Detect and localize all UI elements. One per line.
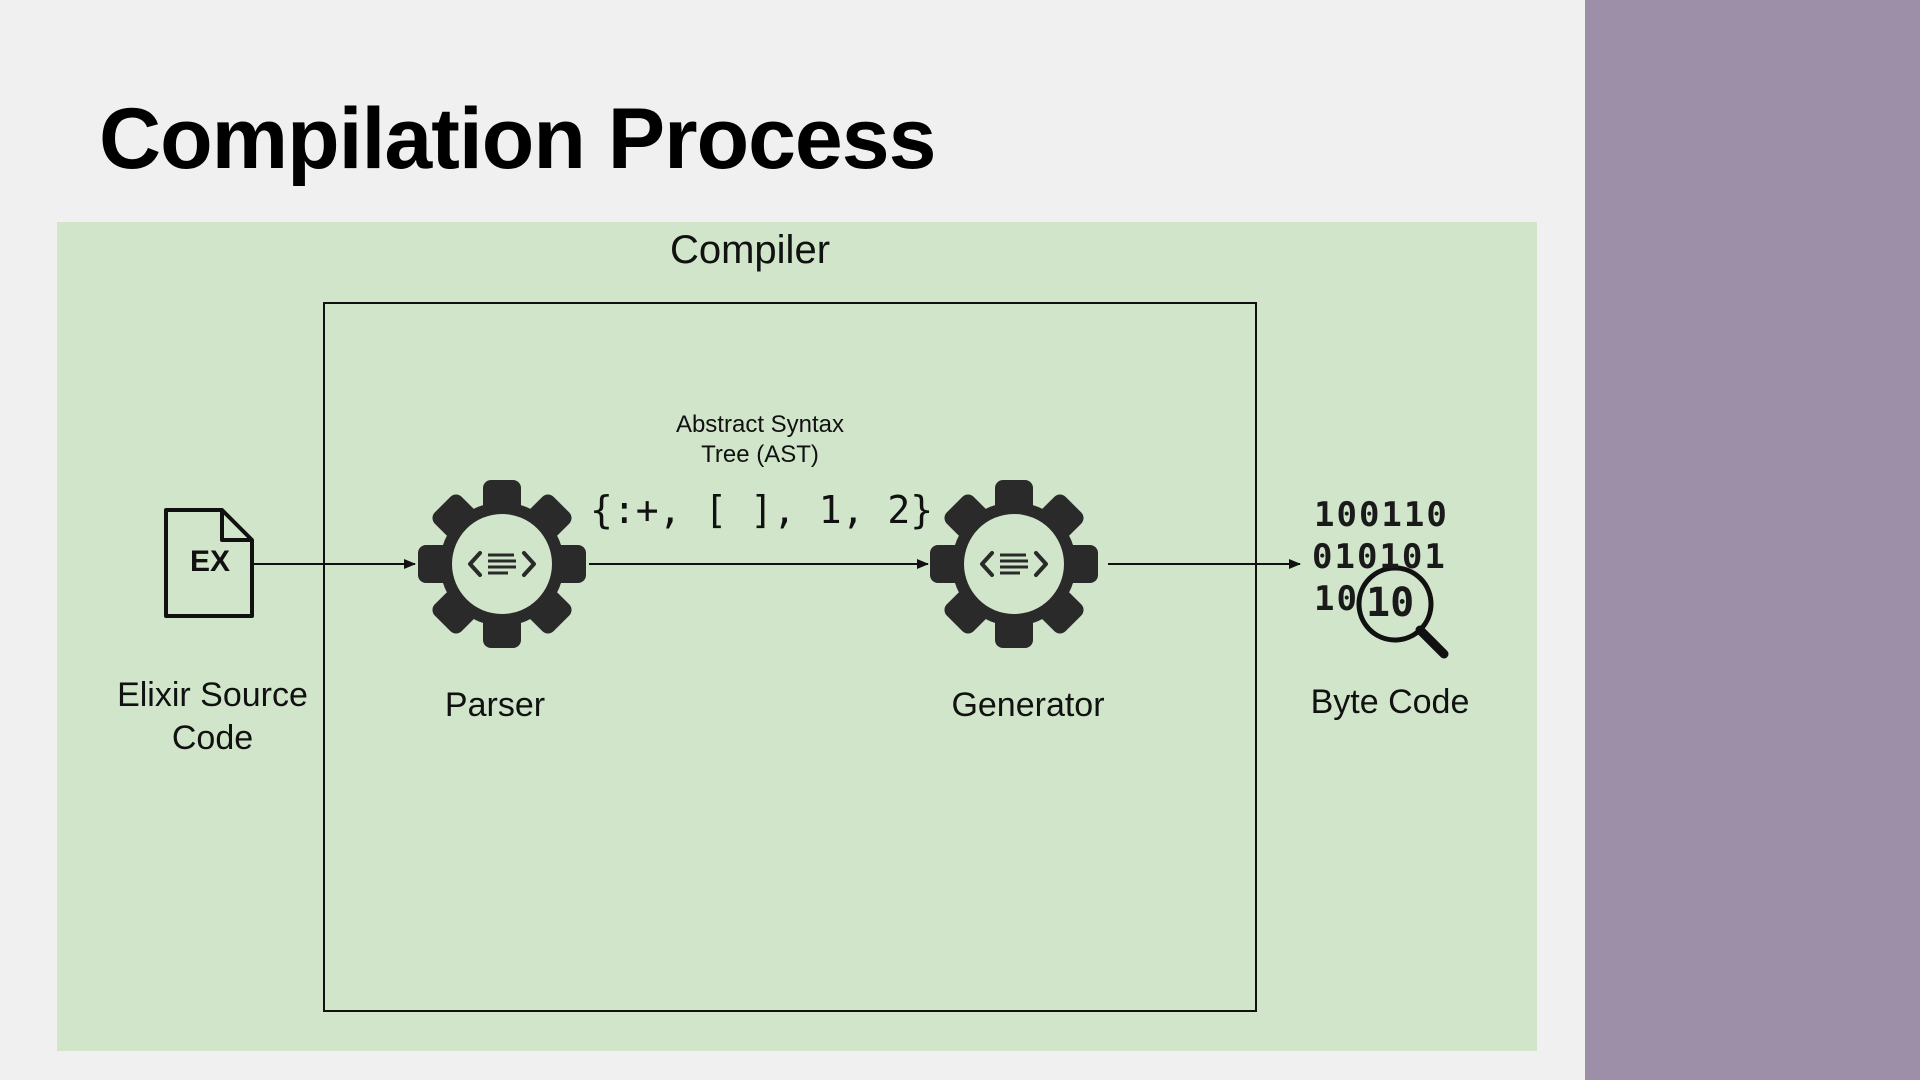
- parser-gear-icon: [416, 478, 588, 650]
- binary-row-2: 010101: [1312, 537, 1447, 577]
- binary-row-1: 100110: [1314, 495, 1449, 535]
- parser-label: Parser: [444, 686, 546, 724]
- file-icon: [164, 508, 254, 618]
- binary-row-3: 10: [1314, 579, 1359, 619]
- magnifier-icon: [1356, 565, 1449, 659]
- diagram-panel: [57, 222, 1537, 1051]
- ast-label-line1: Abstract Syntax: [675, 411, 845, 438]
- generator-label: Generator: [951, 686, 1105, 724]
- file-icon-label: EX: [189, 545, 231, 578]
- magnifier-lens-text: 10: [1366, 580, 1415, 626]
- compiler-label: Compiler: [669, 228, 831, 272]
- source-label: Elixir Source Code: [100, 674, 325, 760]
- generator-gear-icon: [928, 478, 1100, 650]
- ast-label-line2: Tree (AST): [701, 441, 819, 468]
- source-label-line1: Elixir Source: [117, 676, 308, 714]
- ast-code: {:+, [ ], 1, 2}: [590, 488, 934, 532]
- compiler-box: [323, 302, 1257, 1012]
- sidebar-band: [1585, 0, 1920, 1080]
- bytecode-label: Byte Code: [1310, 683, 1470, 721]
- source-label-line2: Code: [171, 719, 254, 757]
- page-title: Compilation Process: [99, 91, 936, 187]
- ast-label: Abstract Syntax Tree (AST): [620, 410, 900, 470]
